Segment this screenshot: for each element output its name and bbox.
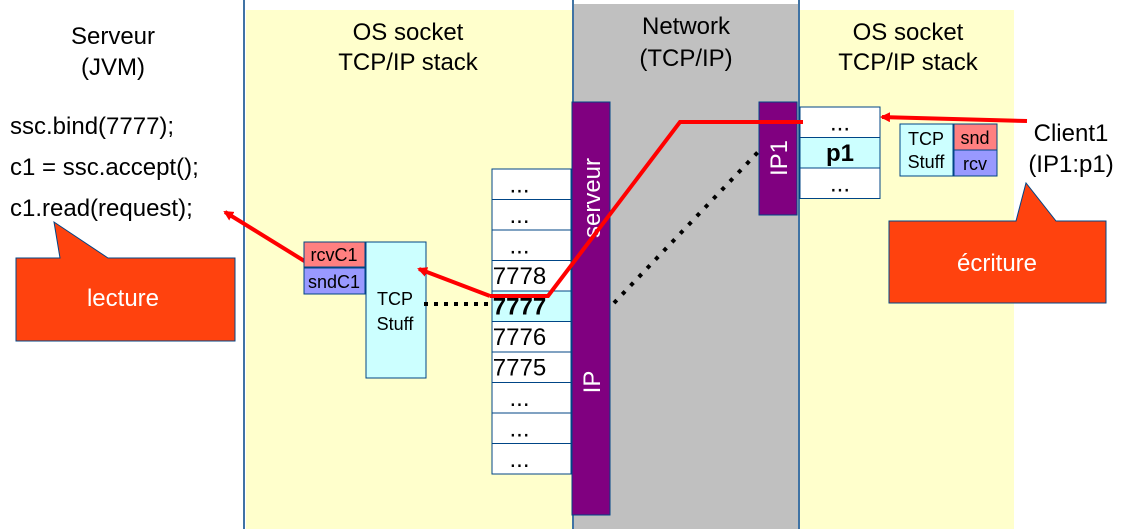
port-label: ... xyxy=(509,415,529,442)
data-path-line xyxy=(490,120,803,298)
client-tcp-stuff xyxy=(899,123,954,177)
client-rcv-label: rcv xyxy=(963,154,987,174)
server-ip-bar-bottom-label: IP xyxy=(579,371,606,394)
read-callout xyxy=(15,220,236,342)
client-rcv-buffer xyxy=(953,149,998,177)
client-snd-buffer xyxy=(953,123,998,151)
client-port-cell xyxy=(799,167,881,199)
server-title: Serveur xyxy=(71,23,155,50)
port-label: ... xyxy=(509,385,529,412)
network-zone xyxy=(574,4,798,529)
port-cell xyxy=(491,412,572,444)
client-port-cell xyxy=(799,106,881,138)
port-label: ... xyxy=(509,446,529,473)
server-stuff-label: Stuff xyxy=(377,314,415,334)
client-ip-bar-label: IP1 xyxy=(766,140,793,176)
client-port-label: p1 xyxy=(826,140,854,167)
client-port-cell xyxy=(799,137,881,169)
os-right-title: OS socket xyxy=(853,19,964,46)
client-port-label: ... xyxy=(830,170,850,197)
client-address: (IP1:p1) xyxy=(1028,151,1113,178)
os-left-subtitle: TCP/IP stack xyxy=(338,49,479,76)
write-callout-label: écriture xyxy=(957,250,1037,277)
port-label: ... xyxy=(509,232,529,259)
server-tcp-label: TCP xyxy=(377,289,413,309)
server-subtitle: (JVM) xyxy=(81,54,145,81)
code-line-bind: ssc.bind(7777); xyxy=(10,113,174,140)
client-port-label: ... xyxy=(830,109,850,136)
port-label: ... xyxy=(509,202,529,229)
network-subtitle: (TCP/IP) xyxy=(639,45,732,72)
server-rcv-label: rcvC1 xyxy=(310,245,357,265)
server-ip-bar xyxy=(571,101,611,516)
code-line-accept: c1 = ssc.accept(); xyxy=(10,154,199,181)
server-port-table: .........7778777777767775......... xyxy=(491,168,572,475)
port-label: 7776 xyxy=(493,324,546,351)
server-tcp-stuff xyxy=(365,241,427,379)
data-path-arrow xyxy=(417,267,491,298)
os-right-subtitle: TCP/IP stack xyxy=(838,49,979,76)
port-cell xyxy=(491,351,572,383)
server-snd-label: sndC1 xyxy=(308,272,360,292)
client-name: Client1 xyxy=(1034,120,1109,147)
write-callout xyxy=(888,181,1107,304)
code-line-read: c1.read(request); xyxy=(10,195,193,222)
read-arrow xyxy=(223,210,308,264)
client-snd-label: snd xyxy=(960,128,989,148)
port-label: ... xyxy=(509,171,529,198)
port-cell xyxy=(491,168,572,200)
port-label: 7775 xyxy=(493,354,546,381)
client-port-table: ... p1... xyxy=(799,106,881,199)
port-cell xyxy=(491,382,572,414)
port-cell xyxy=(491,199,572,231)
server-rcv-buffer xyxy=(303,241,366,268)
write-arrow xyxy=(880,112,1028,123)
client-tcp-label: TCP xyxy=(908,129,944,149)
server-snd-buffer xyxy=(303,267,366,295)
client-stuff-label: Stuff xyxy=(908,152,946,172)
read-callout-label: lecture xyxy=(87,285,159,312)
port-cell xyxy=(491,229,572,261)
network-title: Network xyxy=(642,13,731,40)
os-left-title: OS socket xyxy=(353,19,464,46)
port-cell xyxy=(491,443,572,475)
port-label: 7778 xyxy=(493,263,546,290)
